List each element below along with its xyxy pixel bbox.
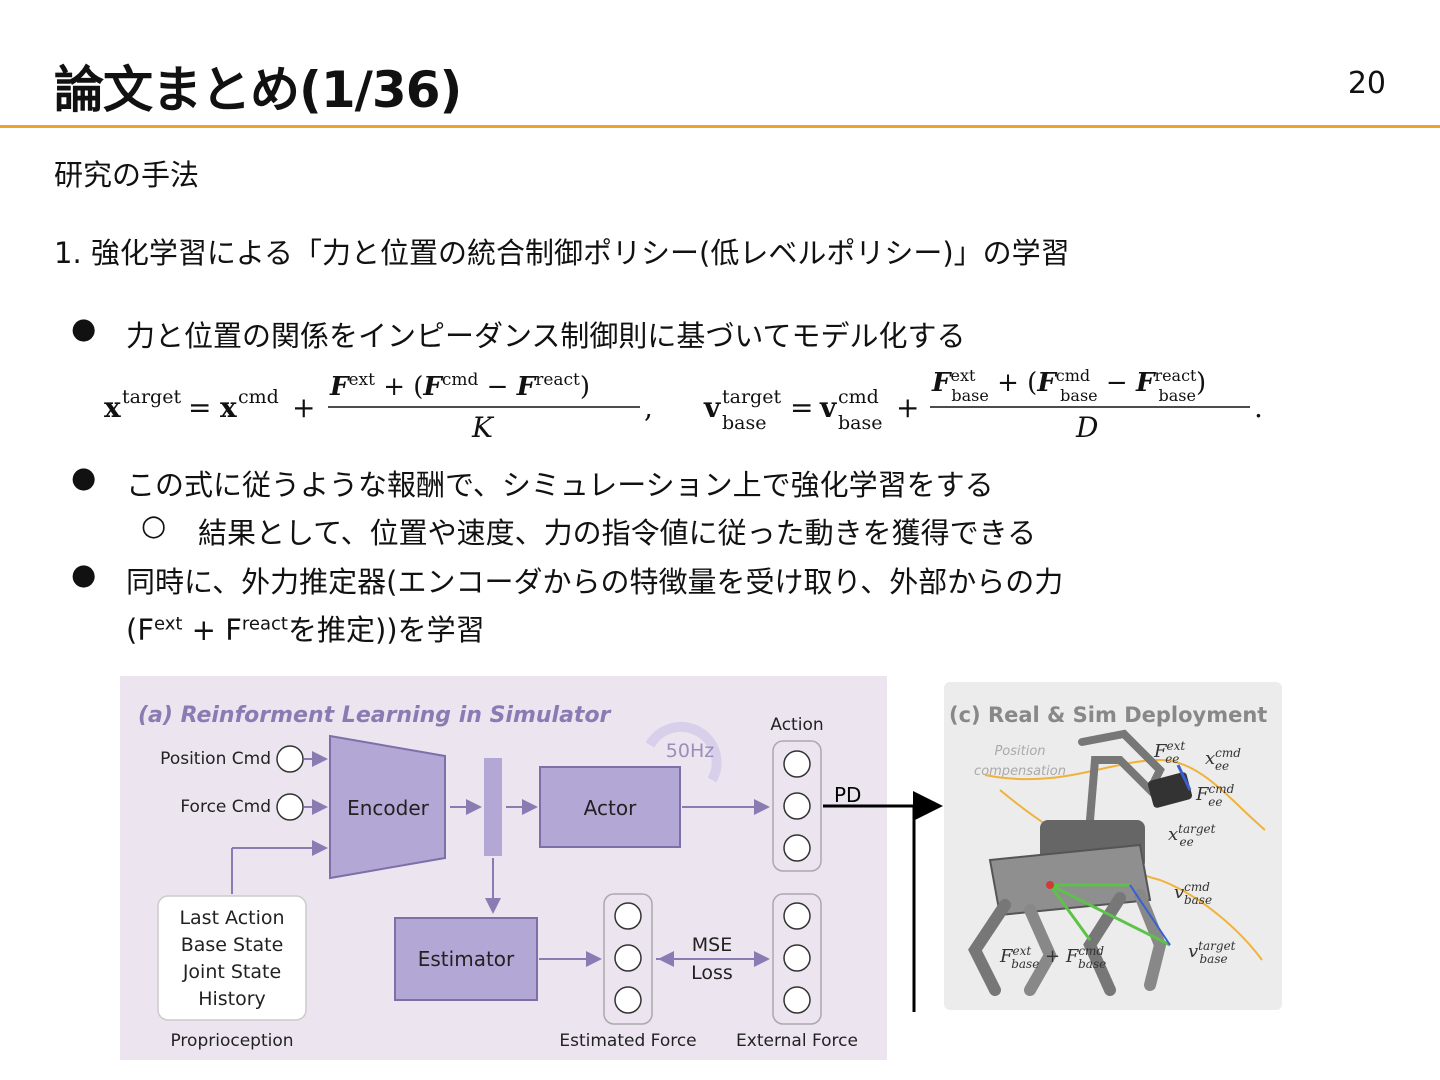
mse-label-2: Loss [691, 962, 733, 984]
eq-lhs1: x [104, 391, 121, 424]
eq-rhs2-sup: cmd [838, 386, 879, 408]
eq-rhs2-sub: base [838, 412, 883, 434]
bullet-text: 力と位置の関係をインピーダンス制御則に基づいてモデル化する [126, 319, 966, 353]
panel-c-title: (c) Real & Sim Deployment [949, 703, 1267, 727]
bullet-dot-icon: ● [71, 557, 97, 591]
proprio-line-1: Last Action [179, 907, 284, 929]
latent-bar [484, 758, 502, 856]
estimator-block [394, 917, 538, 1001]
bullet-text: この式に従うような報酬で、シミュレーション上で強化学習をする [126, 468, 994, 502]
action-label: Action [770, 715, 823, 735]
slide-title: 論文まとめ(1/36) [54, 61, 462, 119]
eq-lhs2-sub: base [722, 412, 767, 434]
external-force-label: External Force [736, 1031, 858, 1051]
page-number: 20 [1347, 66, 1386, 101]
sub-bullet-item: ○ 結果として、位置や速度、力の指令値に従った動きを獲得できる [141, 508, 1037, 552]
eq-lhs2-sup: target [722, 386, 781, 408]
cont-open: (F [126, 613, 154, 647]
eq-period: . [1254, 391, 1263, 424]
encoder-block [329, 734, 446, 880]
bullet-text: 同時に、外力推定器(エンコーダからの特徴量を受け取り、外部からの力 [126, 565, 1064, 599]
eq-comma: , [644, 391, 653, 424]
proprio-line-2: Base State [181, 934, 284, 956]
pd-label: PD [834, 783, 861, 807]
proprioception-label: Proprioception [170, 1031, 293, 1051]
estimated-force-label: Estimated Force [559, 1031, 696, 1051]
section-heading: 研究の手法 [54, 158, 200, 192]
sub-bullet-text: 結果として、位置や速度、力の指令値に従った動きを獲得できる [198, 516, 1037, 550]
robot-illustration [968, 729, 1193, 996]
eq-plus1: + [292, 391, 315, 424]
freq-label: 50Hz [666, 740, 714, 762]
eq-lhs1-sup: target [122, 386, 181, 408]
cont-sup-ext: ext [154, 613, 183, 635]
actor-block [539, 766, 681, 848]
eq-num1: Fext + (Fcmd − Freact) [329, 370, 590, 402]
bullet-item: ● 力と位置の関係をインピーダンス制御則に基づいてモデル化する [71, 311, 966, 355]
step-heading: 1. 強化学習による「力と位置の統合制御ポリシー(低レベルポリシー)」の学習 [54, 236, 1070, 270]
actor-label: Actor [584, 796, 637, 820]
bullet-dot-icon: ● [71, 460, 97, 494]
estimator-label: Estimator [418, 947, 515, 971]
position-cmd-label: Position Cmd [160, 749, 271, 769]
eq-rhs1-base: x [220, 391, 237, 424]
proprio-line-4: History [198, 988, 266, 1010]
panel-a-title: (a) Reinforment Learning in Simulator [138, 703, 612, 728]
force-cmd-label: Force Cmd [180, 797, 271, 817]
proprio-line-3: Joint State [182, 961, 281, 983]
eq-rhs1-sup: cmd [238, 386, 279, 408]
bullet-dot-icon: ● [71, 311, 97, 345]
target-trajectory [984, 758, 1266, 831]
cont-mid: + F [182, 613, 242, 647]
impedance-equation: x target = x cmd + Fext + (Fcmd − Freact… [104, 366, 1263, 444]
pos-comp-label-1: Position [994, 744, 1045, 759]
cont-close: を推定))を学習 [287, 613, 485, 647]
loop-arrow-icon [645, 721, 722, 783]
eq-lhs2: v [703, 391, 721, 424]
force-cmd-node [276, 793, 304, 821]
pos-comp-label-2: compensation [974, 764, 1066, 779]
proprio-box [157, 895, 307, 1021]
hollow-bullet-icon: ○ [141, 508, 167, 542]
encoder-label: Encoder [347, 796, 430, 820]
cont-sup-react: react [241, 613, 288, 635]
eq-equals2: = [790, 391, 813, 424]
bullet-continuation: (Fext + Freactを推定))を学習 [126, 607, 485, 649]
position-cmd-node [276, 745, 304, 773]
eq-den1: K [471, 411, 495, 444]
bullet-item: ● この式に従うような報酬で、シミュレーション上で強化学習をする [71, 460, 994, 504]
eq-rhs2-base: v [819, 391, 837, 424]
eq-plus2: + [896, 391, 919, 424]
mse-label-1: MSE [692, 934, 732, 956]
bullet-item: ● 同時に、外力推定器(エンコーダからの特徴量を受け取り、外部からの力 [71, 557, 1064, 601]
eq-den2: D [1075, 411, 1098, 444]
eq-equals1: = [188, 391, 211, 424]
title-underline [0, 125, 1440, 128]
